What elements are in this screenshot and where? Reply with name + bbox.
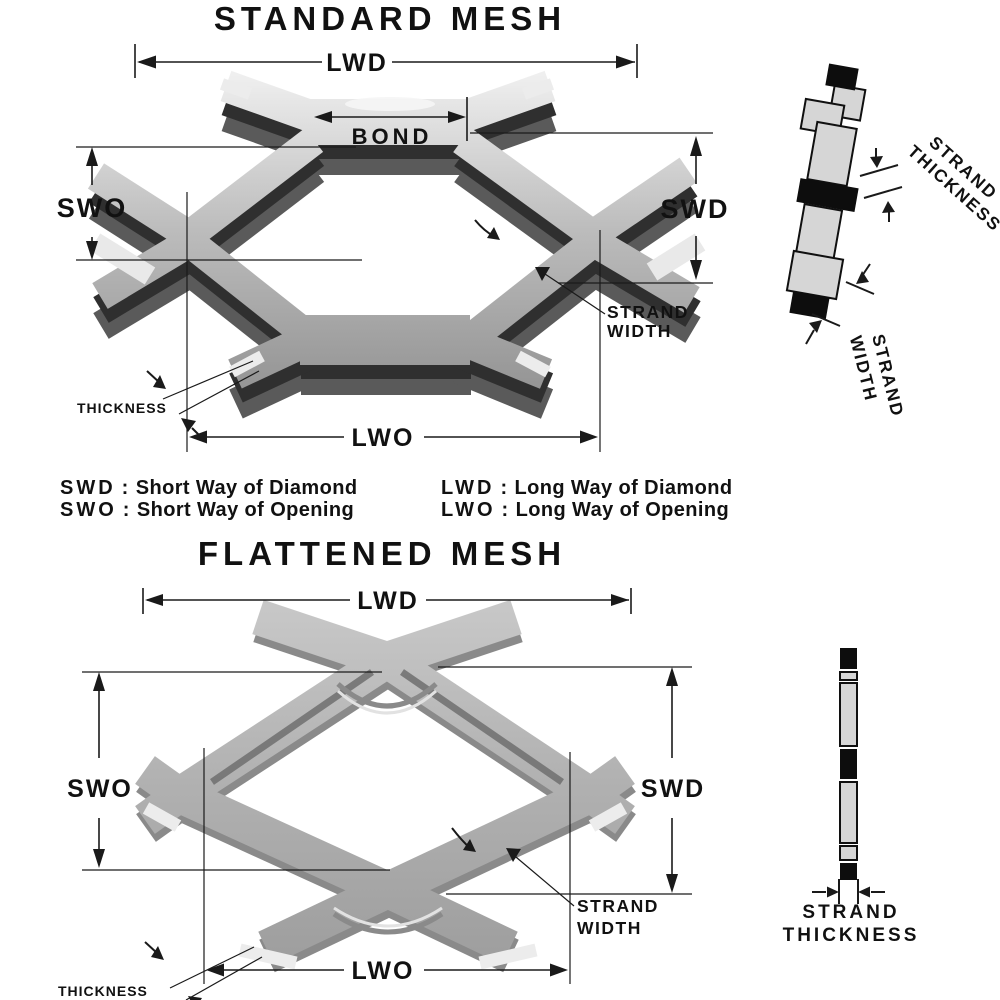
flattened-swo-dimension: SWO (67, 671, 390, 871)
standard-swd-dimension: SWD (470, 132, 730, 284)
flattened-swd-dimension: SWD (438, 666, 705, 895)
standard-lwo-dimension: LWO (186, 192, 601, 452)
legend-item-swo: SWO:Short Way of Opening (60, 499, 354, 521)
legend: SWD:Short Way of Diamond SWO:Short Way o… (60, 477, 732, 521)
standard-lwo-label: LWO (352, 424, 415, 452)
standard-swd-label: SWD (661, 194, 730, 224)
legend-item-lwd: LWD:Long Way of Diamond (441, 477, 732, 499)
flattened-lwo-label: LWO (352, 957, 415, 985)
standard-swo-label: SWO (57, 193, 128, 223)
flattened-xsec-strand-thickness-line1: STRAND (802, 902, 899, 923)
standard-swo-dimension: SWO (57, 146, 362, 261)
standard-strand-width-callout: STRAND WIDTH (474, 219, 689, 341)
standard-mesh-title: STANDARD MESH (214, 0, 566, 37)
standard-bond-dimension: BOND (314, 97, 468, 149)
flattened-mesh-drawing (145, 617, 626, 963)
flattened-lwd-dimension: LWD (142, 587, 632, 615)
standard-strand-width-label-line1: STRAND (607, 302, 689, 322)
standard-thickness-callout: THICKNESS (77, 360, 260, 441)
flattened-xsec-strand-thickness-line2: THICKNESS (783, 925, 920, 946)
flattened-swo-label: SWO (67, 775, 133, 803)
flattened-cross-section: STRAND THICKNESS (783, 648, 920, 946)
flattened-strand-width-label-line1: STRAND (577, 896, 659, 916)
flattened-thickness-label: THICKNESS (58, 983, 148, 999)
standard-strand-width-label-line2: WIDTH (607, 321, 672, 341)
flattened-swd-label: SWD (641, 775, 705, 803)
standard-thickness-label: THICKNESS (77, 400, 167, 416)
flattened-lwo-dimension: LWO (203, 748, 571, 985)
standard-lwd-label: LWD (326, 49, 388, 77)
flattened-strand-width-label-line2: WIDTH (577, 918, 642, 938)
standard-mesh-drawing (95, 84, 700, 404)
legend-item-lwo: LWO:Long Way of Opening (441, 499, 729, 521)
standard-lwd-dimension: LWD (134, 44, 638, 78)
standard-cross-section: STRAND THICKNESS STRAND WIDTH (785, 63, 1000, 419)
flattened-strand-width-callout: STRAND WIDTH (451, 827, 659, 938)
bond-specular-highlight (345, 97, 435, 111)
flattened-thickness-callout: THICKNESS (58, 941, 263, 1000)
legend-item-swd: SWD:Short Way of Diamond (60, 477, 357, 499)
flattened-lwd-label: LWD (357, 587, 419, 615)
standard-bond-label: BOND (352, 124, 433, 149)
flattened-mesh-title: FLATTENED MESH (198, 535, 566, 572)
